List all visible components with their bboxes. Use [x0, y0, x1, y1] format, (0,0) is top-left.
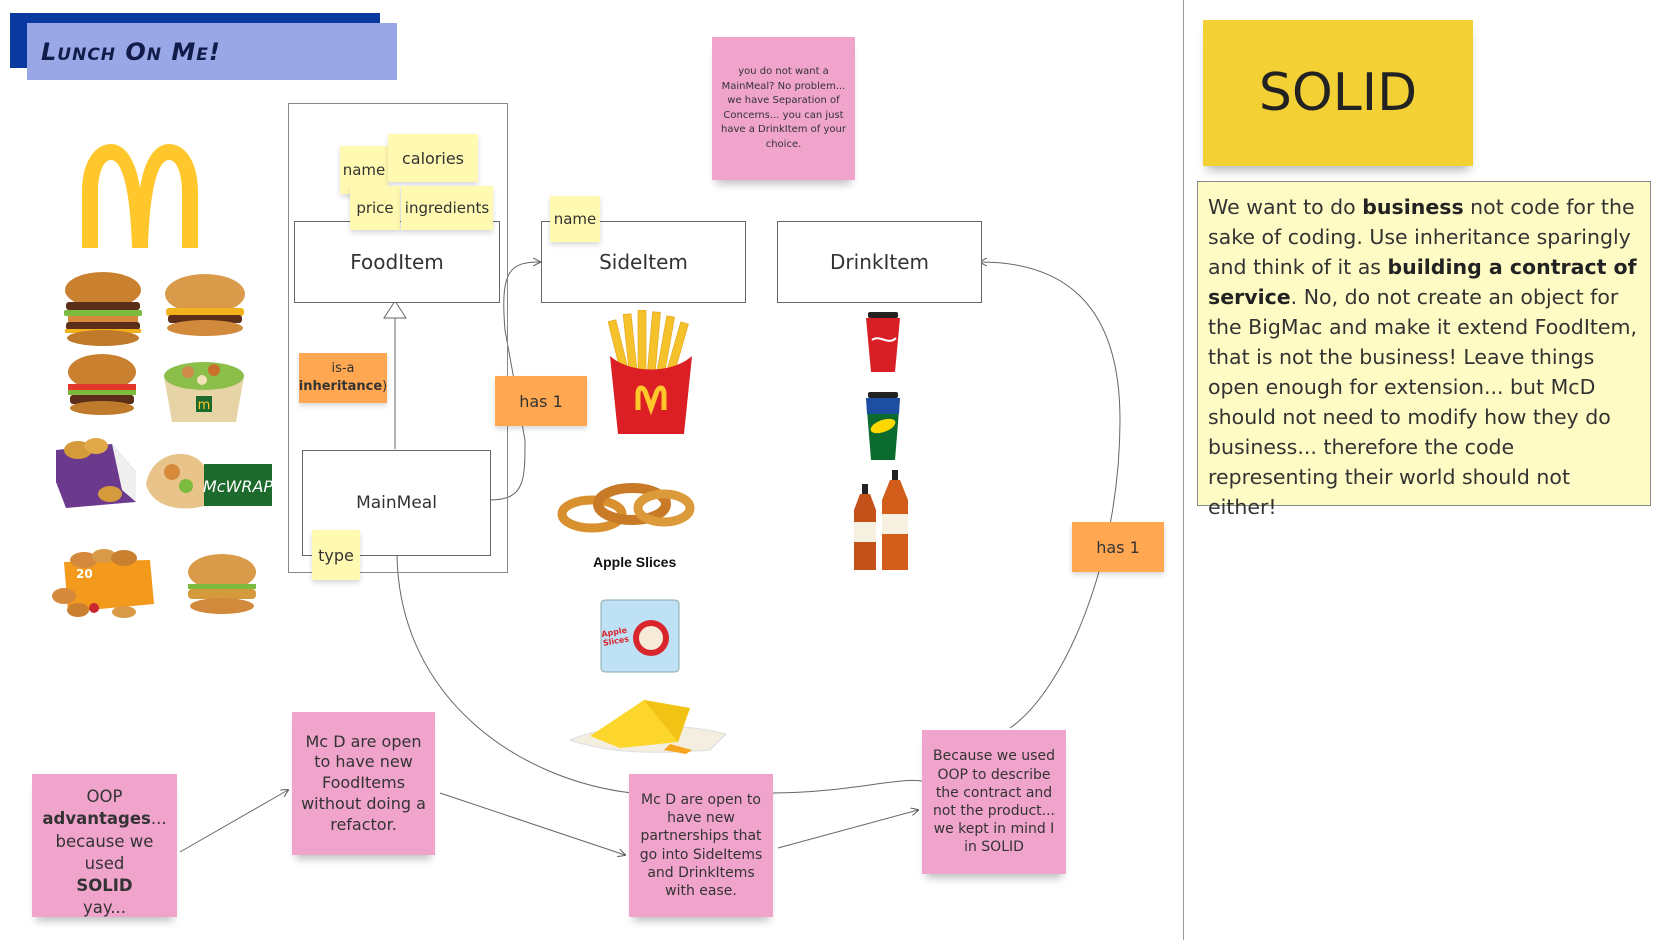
svg-text:m: m: [198, 398, 211, 413]
is-a-note[interactable]: is-a inheritance): [299, 353, 387, 403]
new-fooditems-note[interactable]: Mc D are open to have new FoodItems with…: [292, 712, 435, 855]
contract-bold: building a contract of service: [1208, 255, 1637, 309]
mainmeal-label: MainMeal: [356, 493, 437, 513]
pineapple-icon: [568, 700, 727, 754]
connectors: [179, 0, 1121, 940]
mcwrap-icon: McWRAP: [146, 453, 272, 509]
solid-explanation[interactable]: We want to do business not code for the …: [1197, 181, 1651, 519]
oop-to-newfood: [179, 790, 288, 853]
cheeseburger-icon: [165, 274, 245, 336]
chicken-burger-icon: [188, 554, 256, 614]
is-a-label: is-a: [331, 361, 355, 377]
svg-text:McWRAP: McWRAP: [203, 477, 272, 496]
partnerships-to-contract: [771, 779, 926, 794]
svg-text:20: 20: [76, 567, 93, 581]
section-divider: [1183, 0, 1184, 940]
onion-rings-icon: [557, 483, 695, 533]
solid-heading-note[interactable]: SOLID: [1203, 20, 1473, 166]
attr-side-name[interactable]: name: [550, 196, 600, 242]
mainmeal-to-sideitem: [489, 262, 540, 501]
has-one-drink-note[interactable]: has 1: [1072, 522, 1164, 572]
loop-to-drinkitem: [980, 262, 1121, 729]
apple-slices-icon: Apple Slices: [599, 598, 681, 674]
attr-type[interactable]: type: [312, 530, 360, 580]
board-title[interactable]: Lunch On Me!: [27, 23, 397, 80]
sprite-icon: [866, 392, 900, 460]
partnerships-to-contract-arrow: [777, 810, 918, 849]
has-one-side-note[interactable]: has 1: [495, 376, 587, 426]
attr-ingredients[interactable]: ingredients: [401, 186, 493, 230]
fries-icon: [607, 310, 692, 434]
oop-solid-bold: SOLID: [76, 876, 133, 896]
inheritance-label: inheritance: [298, 379, 383, 394]
nuggets-box-icon: [56, 438, 136, 508]
board-title-text: Lunch On Me!: [41, 37, 221, 66]
oop-line4: yay...: [82, 898, 127, 918]
business-bold: business: [1362, 195, 1464, 219]
salad-bowl-icon: m: [164, 362, 244, 422]
fanta-bottles-icon: [854, 470, 908, 570]
fooditem-class[interactable]: FoodItem: [294, 221, 500, 303]
inheritance-arrowhead: [383, 300, 407, 319]
coca-cola-icon: [866, 312, 900, 372]
fooditem-label: FoodItem: [350, 250, 444, 274]
oop-line1: OOP: [86, 787, 123, 806]
drinkitem-label: DrinkItem: [830, 250, 929, 274]
drinkitem-class[interactable]: DrinkItem: [777, 221, 982, 303]
oop-advantages-note[interactable]: OOP advantages... because we used SOLID …: [32, 774, 177, 917]
separation-of-concerns-note[interactable]: you do not want a MainMeal? No problem..…: [712, 37, 855, 180]
sideitem-label: SideItem: [599, 250, 688, 274]
nuggets-20-icon: 20: [52, 549, 154, 618]
big-mac-icon: [64, 272, 142, 346]
mcdonalds-logo-icon: [82, 144, 198, 248]
contract-note[interactable]: Because we used OOP to describe the cont…: [922, 730, 1066, 874]
partnerships-note[interactable]: Mc D are open to have new partnerships t…: [629, 774, 773, 917]
apple-pack-shape: [600, 599, 680, 673]
burger-icon: [68, 354, 136, 415]
attr-price[interactable]: price: [350, 186, 400, 230]
mainmeal-to-partnerships: [396, 555, 633, 794]
oop-line3: because we used: [55, 831, 154, 873]
fooditem-group: [288, 103, 508, 573]
newfood-to-partnerships: [439, 792, 625, 855]
attr-calories[interactable]: calories: [388, 134, 478, 182]
solid-heading: SOLID: [1258, 63, 1418, 123]
apple-slices-label: Apple Slices: [593, 554, 677, 570]
oop-advantages-bold: advantages: [42, 809, 151, 829]
